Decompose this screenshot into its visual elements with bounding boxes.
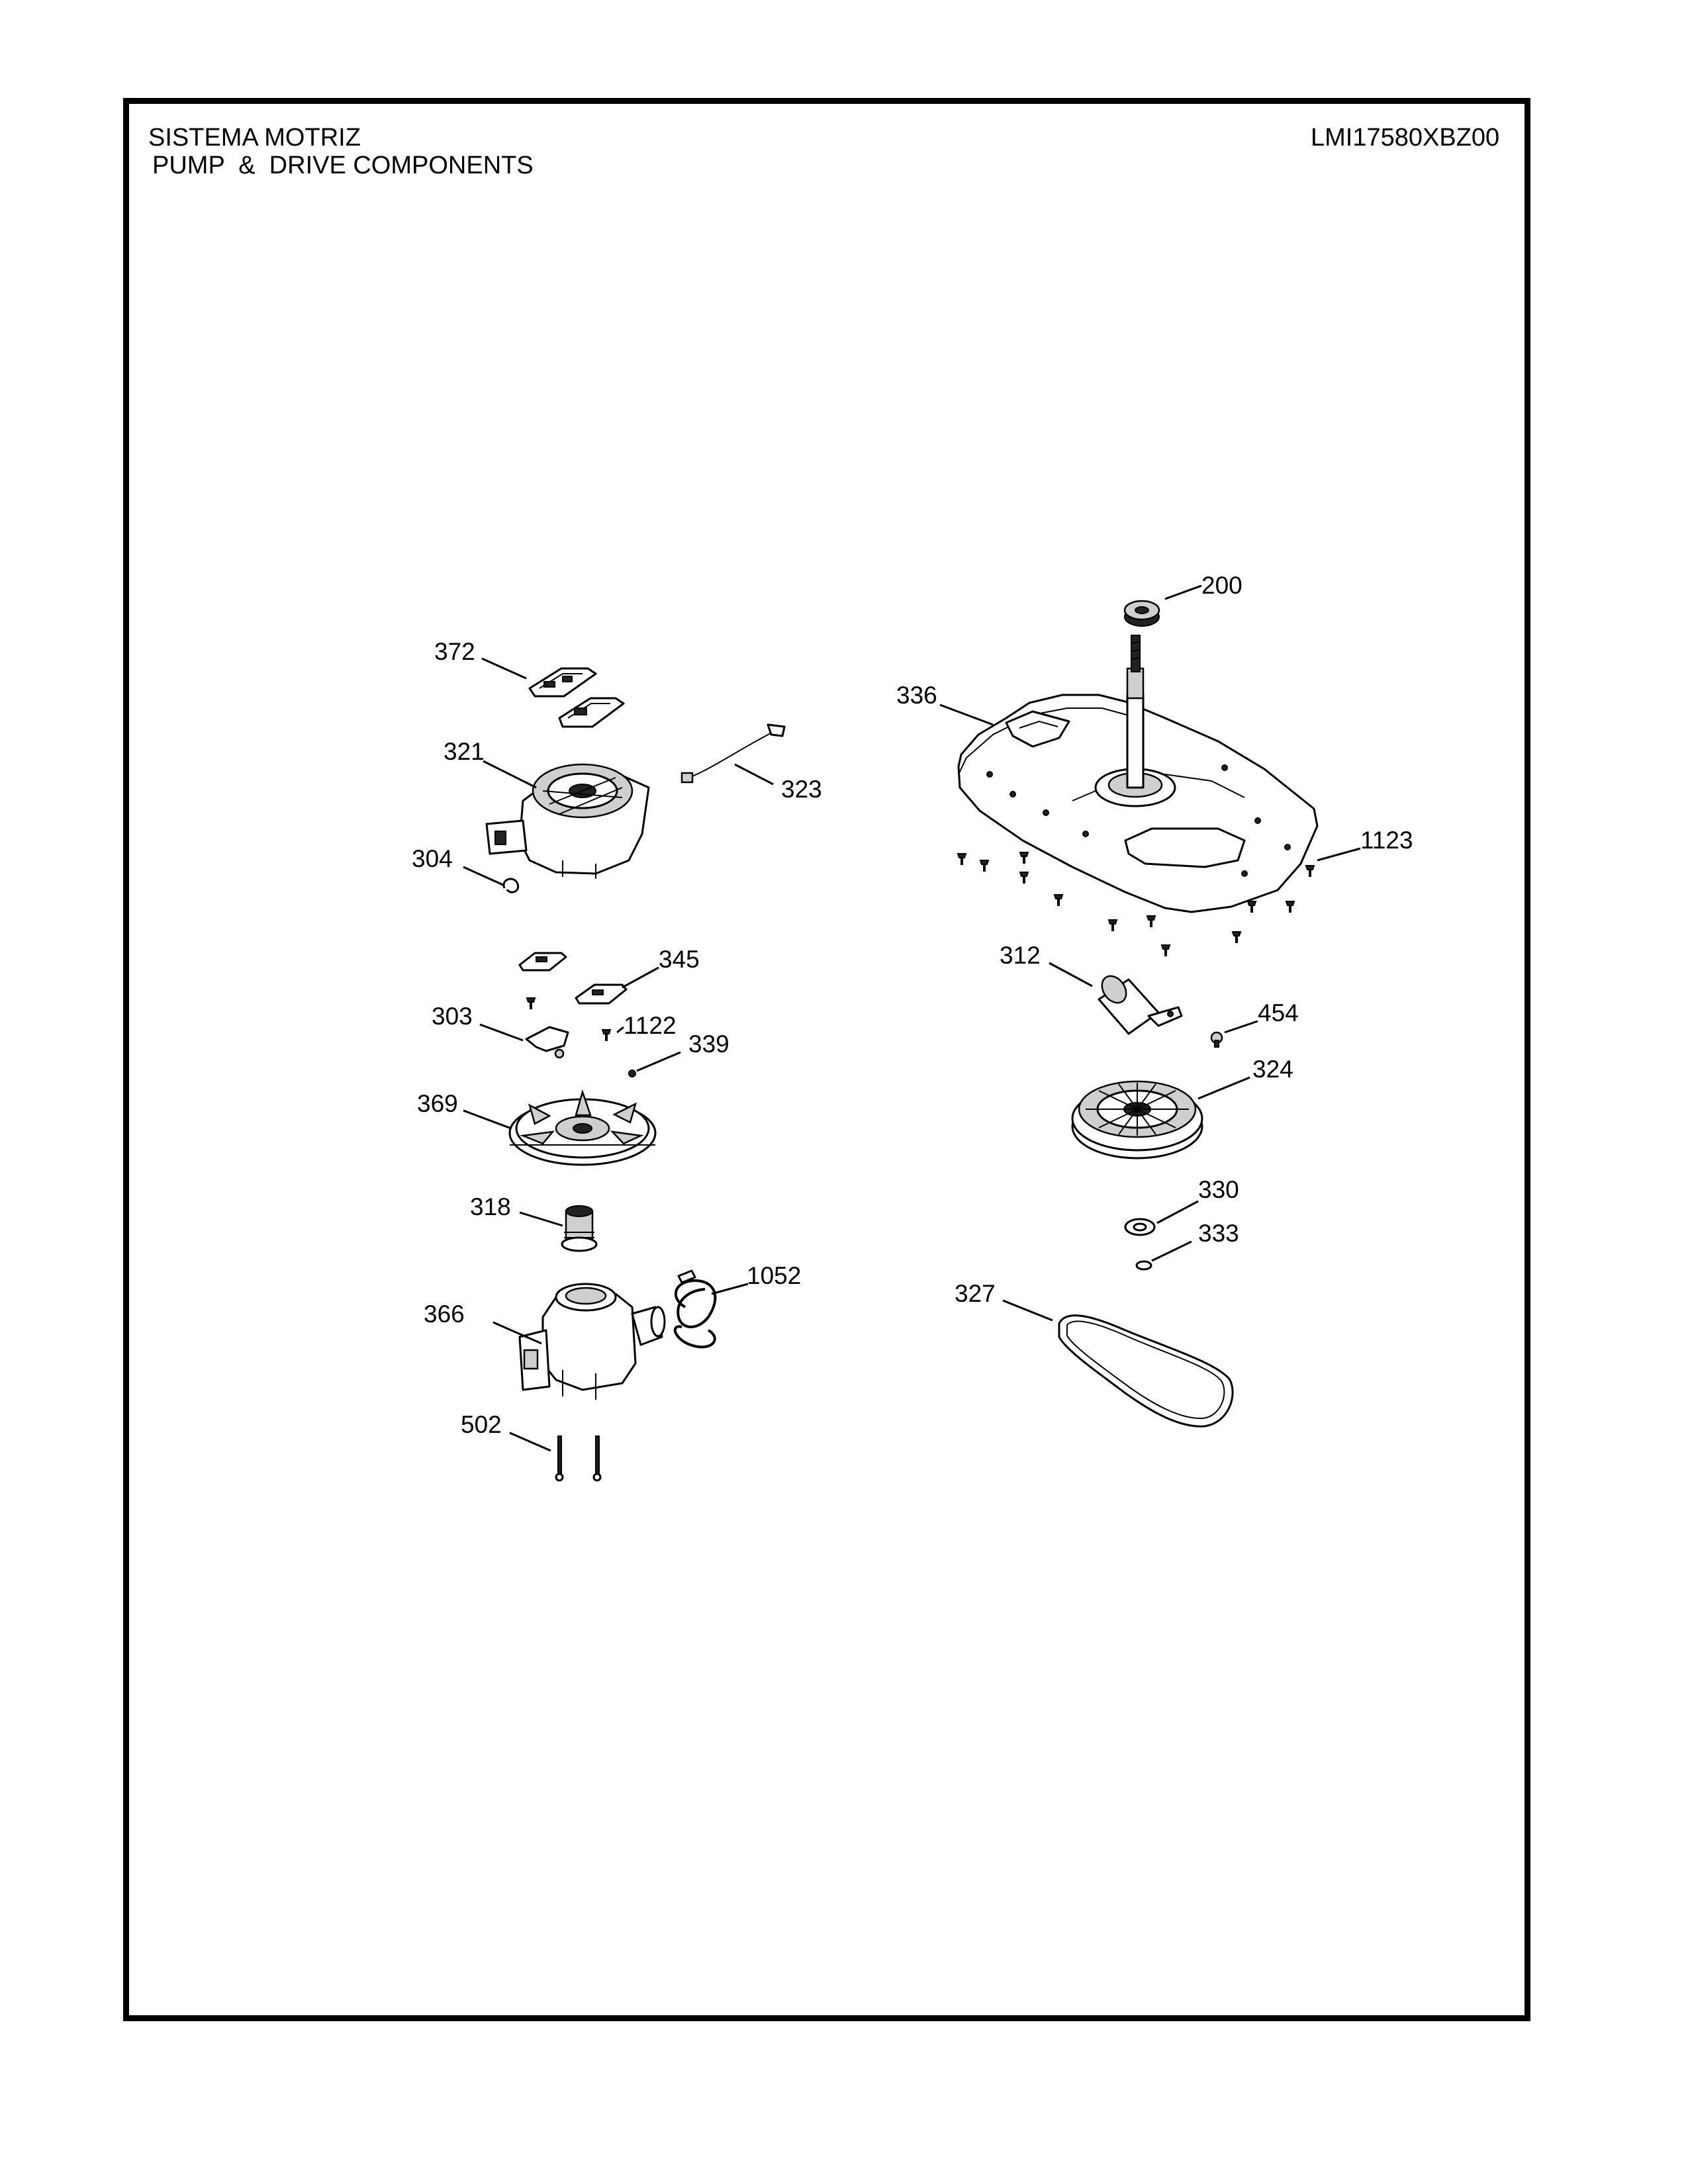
part-312-capacitor[interactable]: [1097, 972, 1183, 1035]
part-321-motor[interactable]: [485, 763, 650, 879]
part-323-wire-harness[interactable]: [680, 723, 786, 784]
part-303-bracket[interactable]: [525, 1026, 569, 1059]
leader-lines: [463, 584, 1361, 1452]
part-1122-screws[interactable]: [526, 997, 612, 1041]
part-336-drive-base[interactable]: [957, 635, 1319, 913]
part-454-screw[interactable]: [1210, 1031, 1223, 1048]
callout-312: 312: [1000, 942, 1041, 969]
callout-366: 366: [424, 1300, 465, 1328]
callout-324: 324: [1252, 1056, 1293, 1083]
model-number: LMI17580XBZ00: [1311, 124, 1500, 152]
callout-321: 321: [444, 738, 485, 765]
part-1052-hose-clamp[interactable]: [673, 1269, 717, 1349]
part-330-washer[interactable]: [1124, 1218, 1156, 1236]
callout-454: 454: [1258, 999, 1299, 1026]
callout-327: 327: [955, 1280, 996, 1307]
callout-369: 369: [417, 1090, 458, 1117]
part-327-belt[interactable]: [1058, 1314, 1234, 1428]
part-369-fan[interactable]: [508, 1089, 657, 1166]
callout-502: 502: [461, 1411, 502, 1438]
part-333-ring[interactable]: [1135, 1260, 1152, 1271]
callout-200: 200: [1201, 572, 1243, 599]
callout-1123: 1123: [1360, 827, 1413, 854]
title-english: PUMP & DRIVE COMPONENTS: [152, 152, 534, 179]
callout-318: 318: [470, 1193, 511, 1220]
part-324-pulley[interactable]: [1071, 1080, 1203, 1160]
page-border: [123, 98, 1530, 2021]
part-366-drain-pump[interactable]: [518, 1283, 666, 1400]
callout-330: 330: [1198, 1176, 1239, 1203]
part-304-clip[interactable]: [502, 878, 520, 893]
callout-323: 323: [781, 776, 822, 803]
callout-303: 303: [432, 1003, 473, 1030]
callout-345: 345: [659, 946, 700, 973]
title-spanish: SISTEMA MOTRIZ: [148, 124, 361, 152]
callout-336: 336: [896, 682, 937, 709]
callout-1122: 1122: [624, 1012, 677, 1039]
callout-304: 304: [412, 845, 453, 872]
callout-1052: 1052: [747, 1262, 801, 1289]
part-345-brackets[interactable]: [518, 952, 628, 1005]
callout-333: 333: [1198, 1220, 1239, 1247]
callout-339: 339: [688, 1030, 729, 1058]
part-318-impeller[interactable]: [561, 1205, 598, 1252]
part-502-screws[interactable]: [555, 1435, 602, 1482]
part-1123-screws[interactable]: [957, 852, 1315, 956]
part-200-nut[interactable]: [1123, 600, 1160, 627]
callout-372: 372: [434, 638, 475, 665]
part-339-ball[interactable]: [628, 1069, 636, 1077]
part-372-terminal-covers[interactable]: [528, 667, 625, 728]
